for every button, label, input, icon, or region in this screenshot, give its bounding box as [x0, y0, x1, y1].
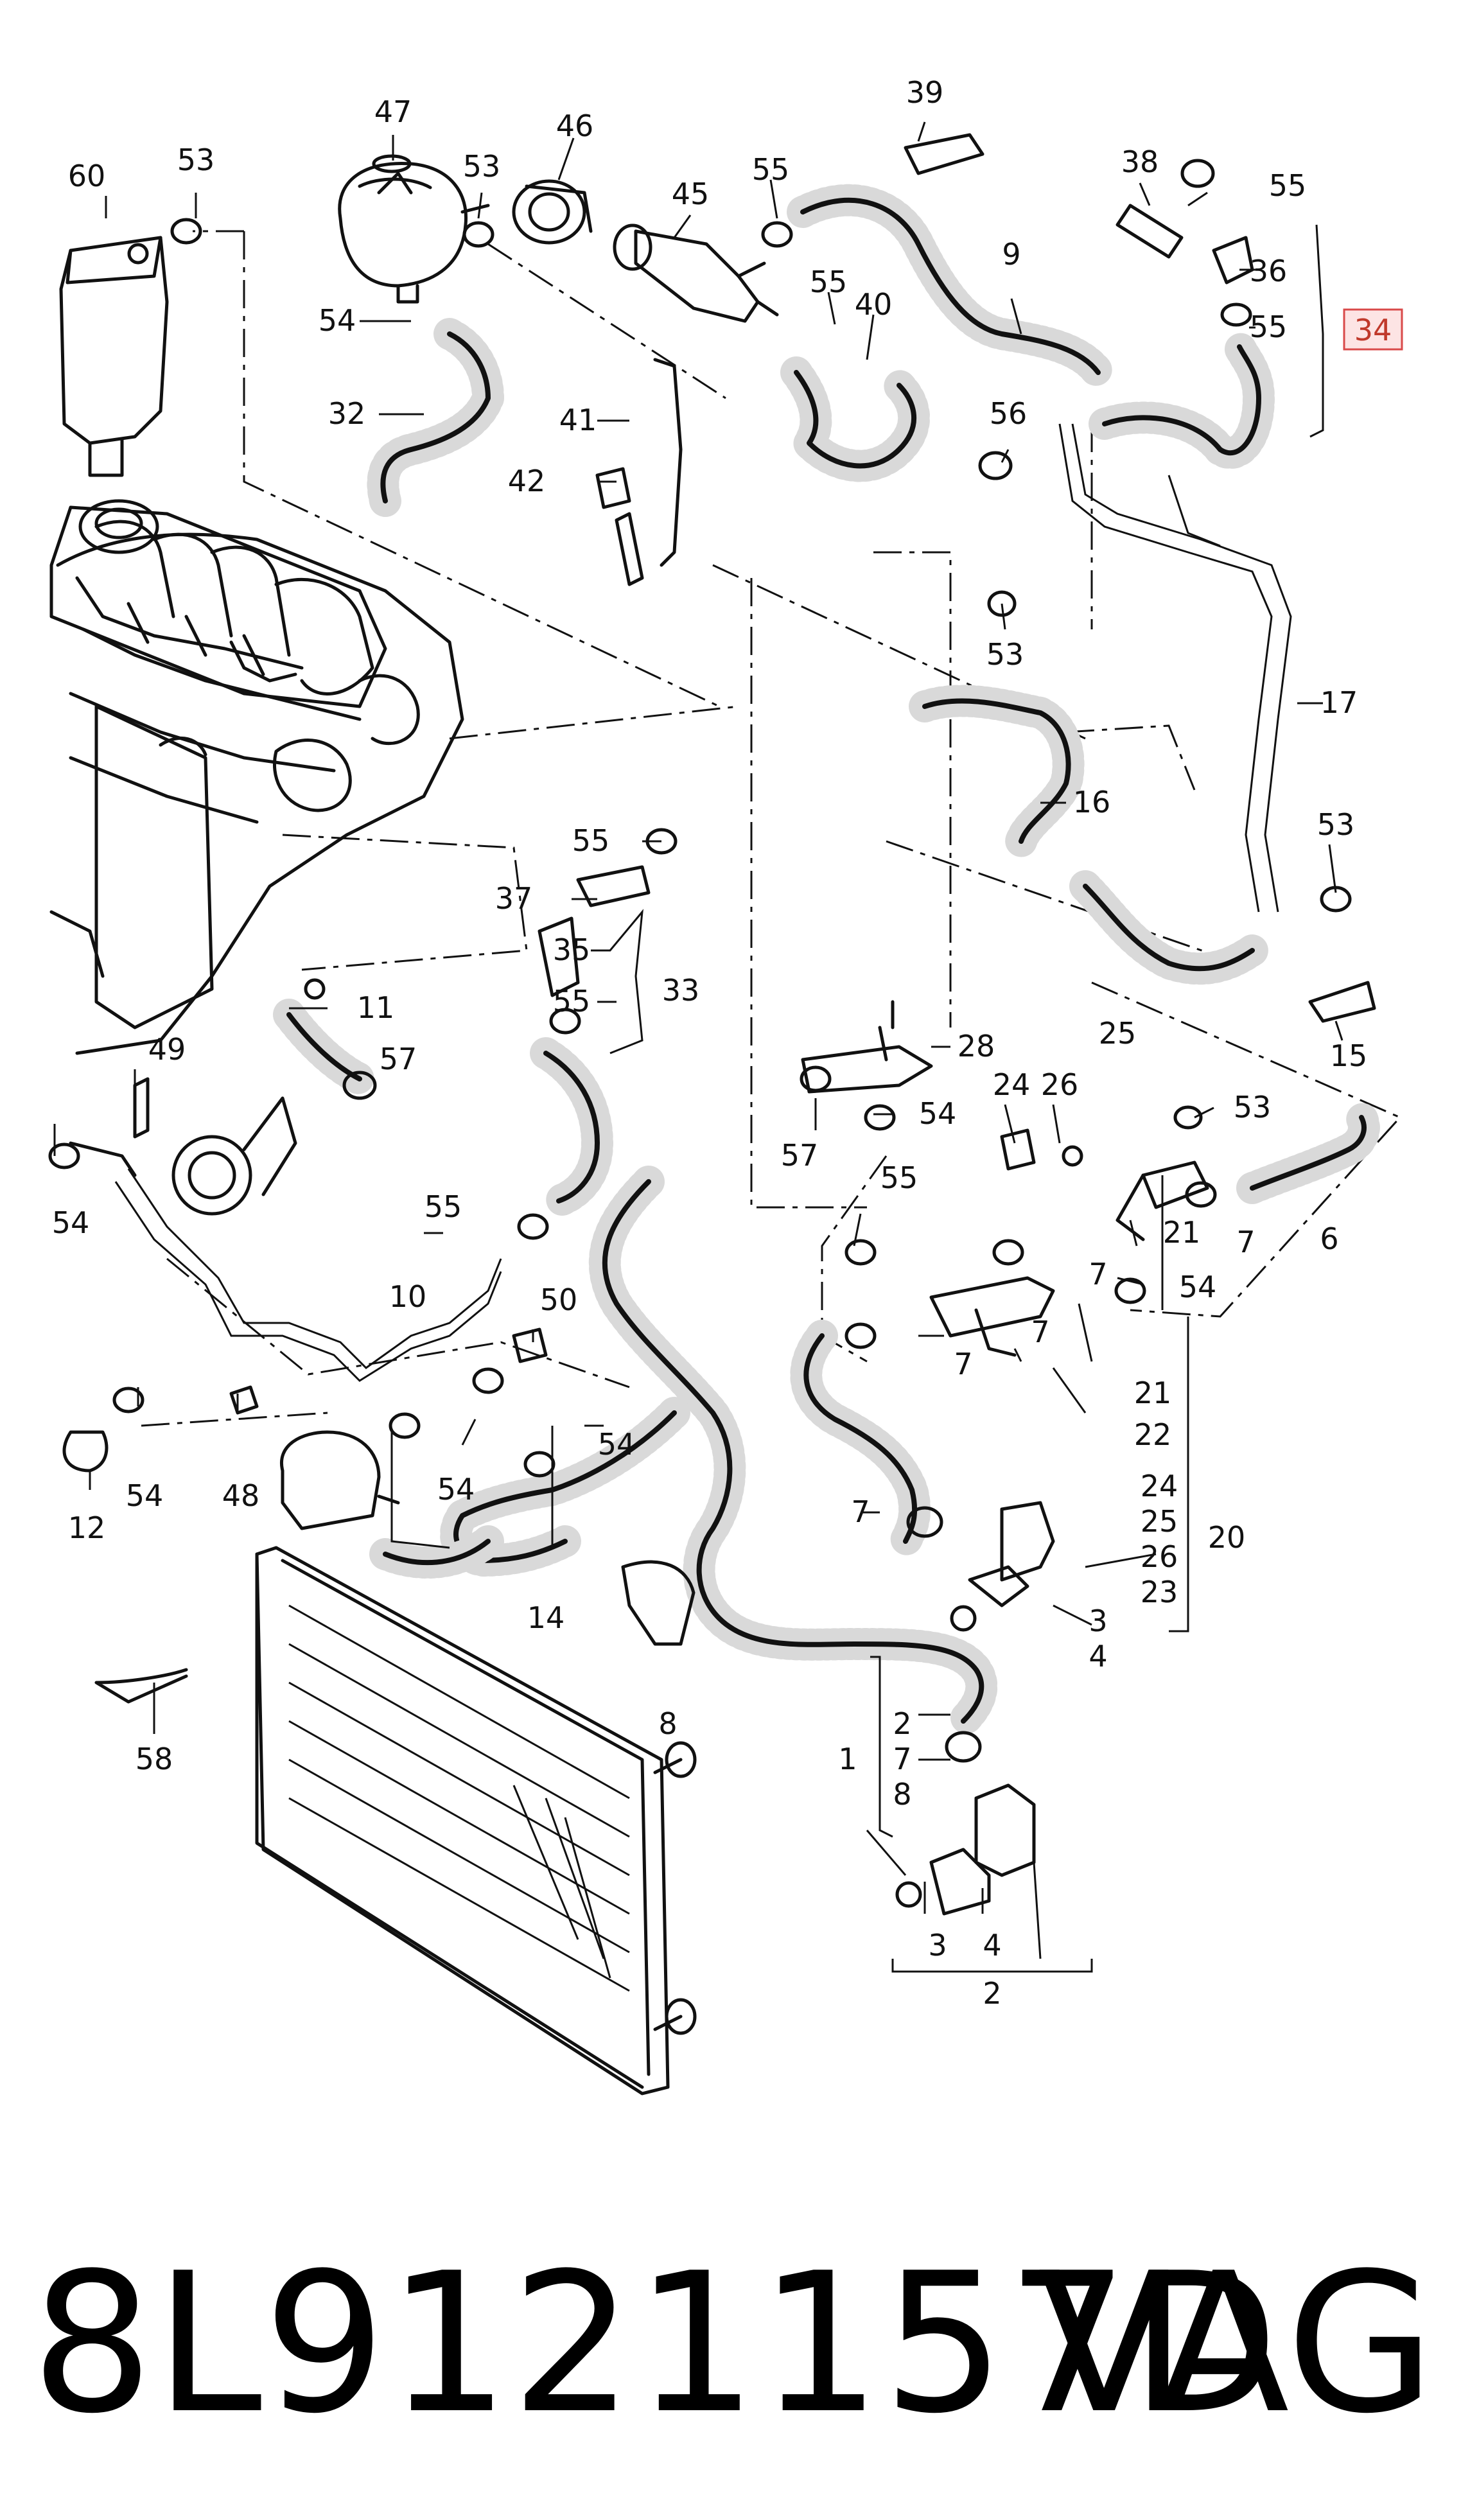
- label-23: 23: [1141, 1575, 1178, 1609]
- label-45: 45: [672, 177, 710, 211]
- metal-pipe-10: [114, 1168, 502, 1382]
- label-54: 54: [126, 1478, 164, 1513]
- label-21: 21: [1163, 1215, 1201, 1250]
- label-7: 7: [1236, 1225, 1255, 1259]
- label-55: 55: [880, 1160, 918, 1195]
- label-40: 40: [855, 287, 893, 322]
- label-56: 56: [990, 396, 1028, 431]
- label-54: 54: [919, 1096, 957, 1131]
- label-35: 35: [553, 932, 591, 967]
- label-3: 3: [928, 1928, 947, 1963]
- label-53: 53: [1317, 807, 1355, 842]
- label-46: 46: [556, 109, 594, 143]
- label-37: 37: [495, 881, 533, 916]
- label-53: 53: [463, 149, 501, 184]
- label-16: 16: [1073, 785, 1111, 819]
- pump-clamp-46: [512, 179, 593, 245]
- label-55: 55: [553, 984, 591, 1019]
- label-33: 33: [662, 973, 700, 1008]
- label-2: 2: [893, 1706, 911, 1741]
- leader-lines: [53, 121, 1343, 1973]
- label-58: 58: [136, 1742, 173, 1776]
- intake-manifold: [49, 499, 387, 708]
- washer-reservoir-60: [59, 236, 169, 477]
- label-55: 55: [1269, 168, 1307, 203]
- label-20: 20: [1208, 1520, 1246, 1555]
- label-24: 24: [993, 1067, 1031, 1102]
- label-22: 22: [1134, 1417, 1172, 1452]
- label-54: 54: [52, 1205, 90, 1240]
- label-2: 2: [983, 1976, 1001, 2011]
- label-7: 7: [893, 1742, 911, 1776]
- label-10: 10: [389, 1279, 427, 1314]
- label-60: 60: [68, 159, 106, 193]
- label-55: 55: [810, 265, 848, 299]
- label-3: 3: [1089, 1604, 1107, 1638]
- label-57: 57: [380, 1042, 417, 1076]
- label-7: 7: [1089, 1257, 1107, 1291]
- label-7: 7: [1031, 1315, 1049, 1349]
- engine-block: [49, 532, 464, 1055]
- label-41: 41: [559, 403, 597, 437]
- label-42: 42: [508, 464, 546, 498]
- label-4: 4: [1089, 1639, 1107, 1674]
- label-53: 53: [177, 143, 215, 177]
- label-9: 9: [1002, 237, 1020, 272]
- label-21: 21: [1134, 1376, 1172, 1410]
- label-12: 12: [68, 1510, 106, 1545]
- callout-labels: 60 53 47 53 46 45 55 39 38 55 9 36 55 54…: [52, 75, 1368, 2011]
- label-53: 53: [1234, 1090, 1272, 1124]
- label-8: 8: [658, 1706, 677, 1741]
- highlight-box-34: [1343, 308, 1403, 351]
- label-39: 39: [906, 75, 944, 110]
- expansion-tank-47: [338, 154, 490, 304]
- label-4: 4: [983, 1928, 1001, 1963]
- group-frames: [141, 230, 1402, 1427]
- brand-name: VAG: [1038, 2232, 1435, 2456]
- label-11: 11: [357, 990, 395, 1025]
- label-6: 6: [1320, 1221, 1338, 1256]
- coolant-flange-housing: [69, 1096, 297, 1216]
- label-36: 36: [1250, 254, 1288, 288]
- metal-pipe-17: [1058, 423, 1292, 913]
- label-26: 26: [1141, 1539, 1178, 1574]
- label-15: 15: [1330, 1038, 1368, 1073]
- label-25: 25: [1099, 1016, 1137, 1051]
- overflow-bottle: [280, 1430, 400, 1530]
- auxiliary-pump-45: [613, 223, 779, 323]
- label-54: 54: [437, 1472, 475, 1507]
- coolant-system-exploded-diagram: 60 53 47 53 46 45 55 39 38 55 9 36 55 54…: [48, 75, 1403, 2096]
- label-25: 25: [1141, 1504, 1178, 1539]
- label-53: 53: [986, 637, 1024, 672]
- clamps: [48, 159, 1352, 1908]
- label-57: 57: [781, 1138, 819, 1173]
- label-55: 55: [1250, 310, 1288, 344]
- label-54: 54: [598, 1427, 636, 1462]
- label-14: 14: [527, 1600, 565, 1635]
- label-8: 8: [893, 1777, 911, 1812]
- label-55: 55: [424, 1189, 462, 1224]
- radiator: [255, 1546, 697, 2096]
- label-34-highlighted: 34: [1354, 313, 1392, 347]
- label-48: 48: [222, 1478, 260, 1513]
- label-55: 55: [572, 823, 610, 858]
- label-24: 24: [1141, 1469, 1178, 1503]
- label-26: 26: [1041, 1067, 1079, 1102]
- label-54: 54: [319, 303, 356, 338]
- label-28: 28: [958, 1029, 995, 1063]
- connectors: [801, 1000, 1209, 1916]
- label-17: 17: [1320, 685, 1358, 720]
- footer: 8L9121157D VAG: [0, 2209, 1461, 2479]
- label-32: 32: [328, 396, 366, 431]
- part-number: 8L9121157D: [31, 2232, 1281, 2456]
- label-54: 54: [1179, 1270, 1217, 1304]
- label-49: 49: [148, 1032, 186, 1067]
- label-7: 7: [954, 1347, 972, 1381]
- label-38: 38: [1121, 144, 1159, 179]
- label-1: 1: [838, 1742, 857, 1776]
- label-50: 50: [540, 1282, 578, 1317]
- label-47: 47: [374, 94, 412, 129]
- label-7: 7: [851, 1494, 870, 1529]
- label-55: 55: [752, 152, 790, 187]
